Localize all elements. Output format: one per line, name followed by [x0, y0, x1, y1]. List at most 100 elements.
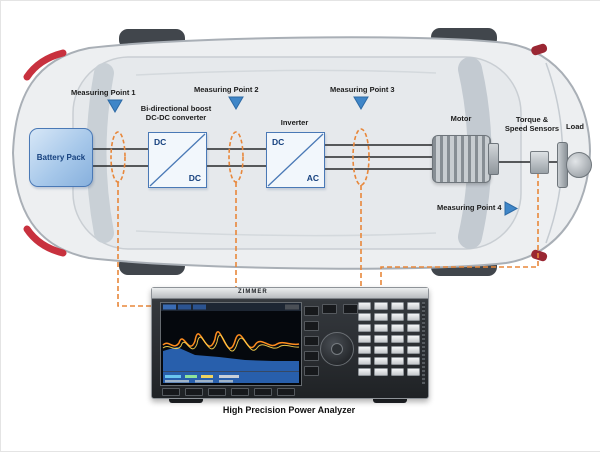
keypad-button — [406, 368, 420, 376]
keypad-button — [358, 324, 372, 332]
inverter-title: Inverter — [280, 118, 309, 127]
function-button — [304, 366, 319, 376]
function-button — [304, 321, 319, 331]
keypad-button — [358, 346, 372, 354]
keypad-button — [390, 302, 404, 310]
keypad-button — [358, 335, 372, 343]
function-button — [322, 304, 337, 314]
keypad-button — [390, 313, 404, 321]
motor-end-cap — [488, 143, 499, 175]
battery-pack-label: Battery Pack — [36, 153, 86, 162]
function-button — [304, 336, 319, 346]
analyzer-foot — [373, 397, 407, 403]
measuring-point-3-label: Measuring Point 3 — [330, 85, 395, 94]
inverter-output-label: AC — [306, 173, 319, 183]
dcdc-output-label: DC — [188, 173, 201, 183]
keypad-button — [358, 313, 372, 321]
converter-diagonal — [267, 133, 324, 187]
softkey-button — [277, 388, 295, 396]
analyzer-softkey-row — [162, 388, 300, 396]
keypad-button — [406, 302, 420, 310]
keypad-button — [358, 357, 372, 365]
keypad-button — [390, 357, 404, 365]
keypad-button — [374, 313, 388, 321]
measurement-probe-group — [110, 128, 539, 307]
keypad-button — [390, 368, 404, 376]
analyzer-screen-content — [161, 303, 301, 383]
keypad-button — [358, 368, 372, 376]
analyzer-function-button-column — [304, 306, 319, 376]
dcdc-input-label: DC — [154, 137, 167, 147]
torque-speed-sensors-label: Torque & Speed Sensors — [499, 115, 565, 133]
function-button — [343, 304, 358, 314]
keypad-button — [406, 313, 420, 321]
softkey-button — [185, 388, 203, 396]
battery-pack-box: Battery Pack — [29, 128, 93, 187]
softkey-button — [208, 388, 226, 396]
dcdc-converter-title: Bi-directional boost DC-DC converter — [116, 104, 236, 122]
keypad-button — [406, 335, 420, 343]
measuring-point-2-marker-icon — [228, 96, 244, 110]
motor-label: Motor — [450, 114, 472, 123]
probe-cable-4 — [380, 173, 539, 287]
dcdc-title-line1: Bi-directional boost — [140, 104, 212, 113]
softkey-button — [254, 388, 272, 396]
keypad-button — [374, 357, 388, 365]
motor-graphic — [432, 135, 491, 183]
rear-window — [86, 63, 114, 243]
side-mirror-bottom-icon — [531, 249, 548, 262]
load-hub-graphic — [566, 152, 592, 178]
roof-line-top — [135, 69, 437, 76]
load-label: Load — [566, 122, 584, 131]
sensors-label-line1: Torque & — [515, 115, 549, 124]
measuring-point-1-marker-icon — [107, 99, 123, 113]
measuring-point-markers — [107, 96, 519, 216]
keypad-button — [390, 324, 404, 332]
inverter-input-label: DC — [272, 137, 285, 147]
converter-diagonal — [149, 133, 206, 187]
analyzer-foot — [169, 397, 203, 403]
analyzer-brand-label: ZIMMER — [238, 289, 268, 295]
probe-cable-1 — [117, 182, 151, 307]
keypad-button — [406, 346, 420, 354]
roof-line-bottom — [135, 230, 437, 237]
analyzer-top-buttons — [322, 304, 358, 314]
analyzer-keypad — [358, 302, 420, 376]
tail-light-top-icon — [23, 49, 67, 81]
navigation-dpad — [320, 332, 354, 366]
power-analyzer-device: ZIMMER — [151, 287, 429, 399]
keypad-button — [374, 346, 388, 354]
probe-loop-1-icon — [110, 131, 126, 183]
keypad-button — [374, 335, 388, 343]
screen-waveform-orange — [162, 331, 300, 349]
probe-loop-2-icon — [228, 131, 244, 183]
sensors-label-line2: Speed Sensors — [504, 124, 560, 133]
keypad-button — [374, 324, 388, 332]
function-button — [304, 306, 319, 316]
probe-loop-3-icon — [352, 128, 370, 186]
softkey-button — [231, 388, 249, 396]
keypad-button — [374, 302, 388, 310]
screen-spectrum-area — [163, 347, 299, 383]
keypad-button — [406, 357, 420, 365]
measuring-point-1-label: Measuring Point 1 — [71, 88, 136, 97]
softkey-button — [162, 388, 180, 396]
vent-grille — [422, 302, 425, 384]
inverter-box: DC AC — [266, 132, 325, 188]
keypad-button — [390, 335, 404, 343]
tail-light-bottom-icon — [23, 225, 67, 257]
torque-speed-sensor-graphic — [530, 151, 549, 174]
measuring-point-4-marker-icon — [504, 201, 519, 216]
keypad-button — [390, 346, 404, 354]
function-button — [304, 351, 319, 361]
analyzer-display — [160, 302, 302, 386]
keypad-button — [358, 302, 372, 310]
dcdc-converter-box: DC DC — [148, 132, 207, 188]
dcdc-title-line2: DC-DC converter — [145, 113, 207, 122]
side-mirror-top-icon — [531, 43, 548, 56]
measuring-point-2-label: Measuring Point 2 — [194, 85, 259, 94]
measuring-point-4-label: Measuring Point 4 — [437, 203, 502, 212]
analyzer-top-strip: ZIMMER — [152, 288, 428, 299]
keypad-button — [374, 368, 388, 376]
